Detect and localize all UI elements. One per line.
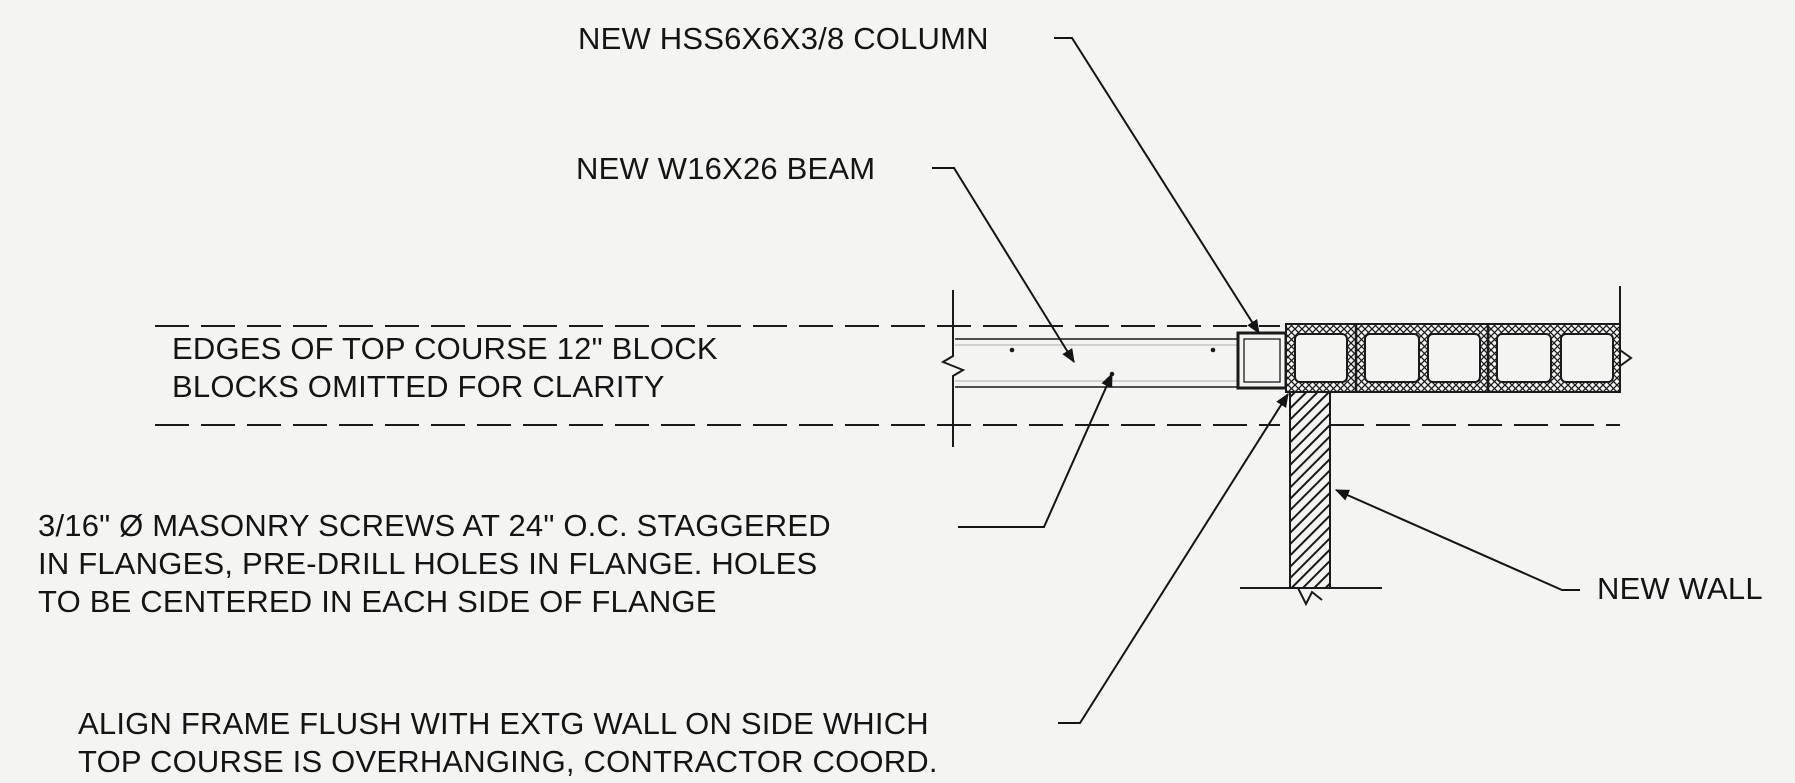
new-wall-leader — [1334, 489, 1580, 591]
align-note-line-2: TOP COURSE IS OVERHANGING, CONTRACTOR CO… — [78, 744, 938, 779]
align-note: ALIGN FRAME FLUSH WITH EXTG WALL ON SIDE… — [78, 705, 938, 781]
new-wall-label: NEW WALL — [1597, 571, 1763, 606]
edges-note-line-1: EDGES OF TOP COURSE 12" BLOCK — [172, 331, 718, 366]
column-label: NEW HSS6X6X3/8 COLUMN — [578, 21, 989, 56]
edges-note: EDGES OF TOP COURSE 12" BLOCK BLOCKS OMI… — [172, 330, 718, 406]
screws-note-line-2: IN FLANGES, PRE-DRILL HOLES IN FLANGE. H… — [38, 546, 818, 581]
leaders — [932, 37, 1580, 724]
align-note-line-1: ALIGN FRAME FLUSH WITH EXTG WALL ON SIDE… — [78, 706, 929, 741]
column-leader — [1054, 37, 1260, 334]
screws-note: 3/16" Ø MASONRY SCREWS AT 24" O.C. STAGG… — [38, 507, 831, 621]
hss-column — [1236, 331, 1288, 390]
new-wall — [1240, 391, 1382, 607]
align-leader — [1058, 393, 1289, 724]
screws-leader — [958, 372, 1113, 528]
edges-note-line-2: BLOCKS OMITTED FOR CLARITY — [172, 369, 665, 404]
beam-leader — [932, 167, 1075, 363]
masonry-blocks — [1285, 286, 1633, 393]
screws-note-line-1: 3/16" Ø MASONRY SCREWS AT 24" O.C. STAGG… — [38, 508, 831, 543]
beam — [940, 290, 1245, 447]
screws-note-line-3: TO BE CENTERED IN EACH SIDE OF FLANGE — [38, 584, 717, 619]
beam-label: NEW W16X26 BEAM — [576, 151, 876, 186]
